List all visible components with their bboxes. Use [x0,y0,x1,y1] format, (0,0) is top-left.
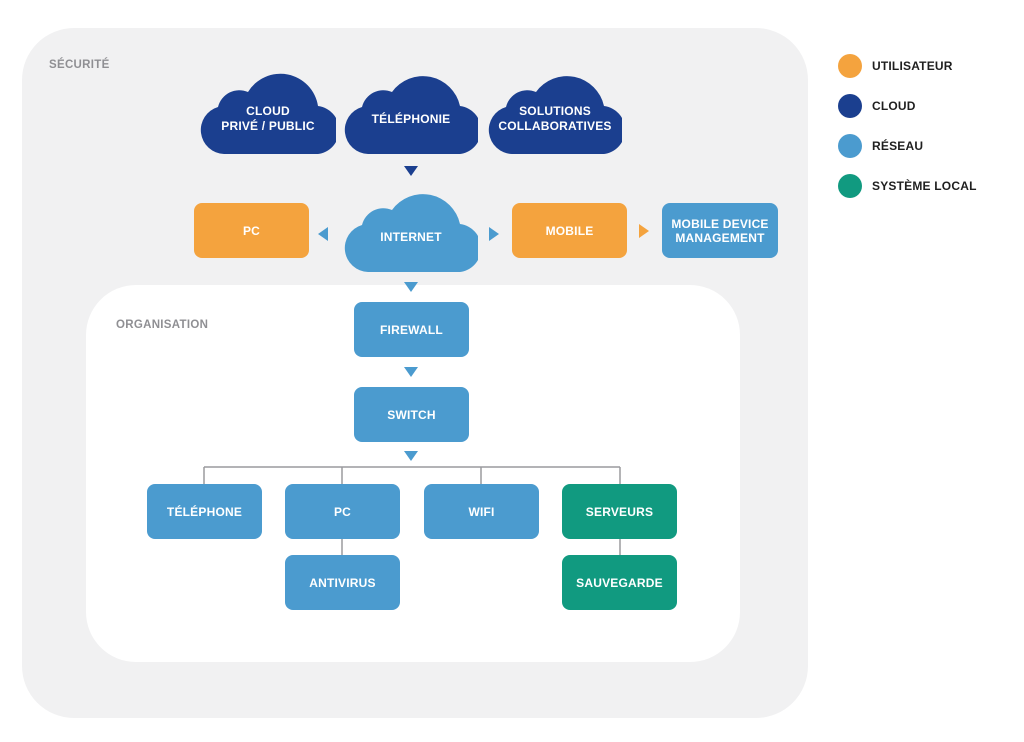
cloud-icon [488,76,622,154]
mdm-box: MOBILE DEVICE MANAGEMENT [662,203,778,258]
arrow-right-icon [489,227,499,241]
arrow-down-icon [404,451,418,461]
switch-box: SWITCH [354,387,469,442]
organisation-label: ORGANISATION [116,319,209,331]
legend-label: CLOUD [872,99,916,113]
legend-dot-icon [838,134,862,158]
cloud-telephonie-label: TÉLÉPHONIE [371,111,451,126]
cloud-prive-public-label: CLOUD PRIVÉ / PUBLIC [221,104,315,133]
arrow-down-icon [404,166,418,176]
serveurs-box: SERVEURS [562,484,677,539]
legend-dot-icon [838,174,862,198]
firewall-box: FIREWALL [354,302,469,357]
pc-user-box: PC [194,203,309,258]
legend-item-reseau: RÉSEAU [838,133,923,159]
cloud-solutions-collaboratives-label: SOLUTIONS COLLABORATIVES [498,104,612,133]
cloud-internet: INTERNET [344,188,478,272]
legend-label: RÉSEAU [872,139,924,153]
cloud-icon [344,76,478,154]
telephone-box: TÉLÉPHONE [147,484,262,539]
arrow-right-icon [639,224,649,238]
legend-dot-icon [838,54,862,78]
cloud-prive-public: CLOUD PRIVÉ / PUBLIC [200,70,336,154]
cloud-icon [344,194,478,272]
mobile-box: MOBILE [512,203,627,258]
arrow-down-icon [404,282,418,292]
legend-item-cloud: CLOUD [838,93,916,119]
legend-item-systeme-local: SYSTÈME LOCAL [838,173,977,199]
legend-label: SYSTÈME LOCAL [872,179,977,193]
cloud-solutions-collaboratives: SOLUTIONS COLLABORATIVES [488,70,622,154]
antivirus-box: ANTIVIRUS [285,555,400,610]
pc-local-box: PC [285,484,400,539]
sauvegarde-box: SAUVEGARDE [562,555,677,610]
cloud-telephonie: TÉLÉPHONIE [344,70,478,154]
arrow-down-icon [404,367,418,377]
cloud-icon [200,73,336,154]
legend-item-utilisateur: UTILISATEUR [838,53,953,79]
arrow-left-icon [318,227,328,241]
legend-label: UTILISATEUR [872,59,953,73]
securite-label: SÉCURITÉ [49,59,110,71]
wifi-box: WIFI [424,484,539,539]
cloud-internet-label: INTERNET [380,229,442,244]
legend-dot-icon [838,94,862,118]
